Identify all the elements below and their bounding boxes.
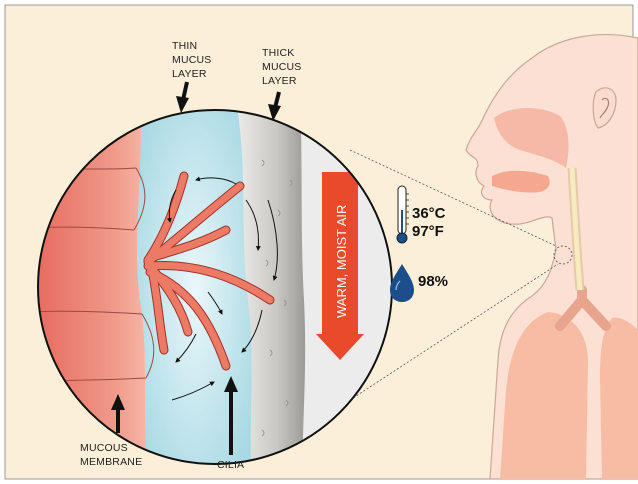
temperature-fahrenheit: 97°F <box>412 223 444 240</box>
lungs <box>500 312 638 479</box>
air-flow-label: WARM, MOIST AIR <box>334 205 349 318</box>
cilia-label: CILIA <box>217 459 244 471</box>
mucous-membrane-label-line-2: MEMBRANE <box>80 456 142 468</box>
thin-mucus-label-line-3: LAYER <box>172 68 207 80</box>
humidity-value: 98% <box>418 273 448 290</box>
thin-mucus-label-line-2: MUCUS <box>172 54 212 66</box>
temperature-celsius: 36°C <box>412 205 446 222</box>
thick-mucus-label-line-1: THICK <box>262 47 295 59</box>
thick-mucus-label-line-2: MUCUS <box>262 61 302 73</box>
mucous-membrane-label-line-1: MUCOUS <box>80 442 128 454</box>
thin-mucus-label-line-1: THIN <box>172 40 197 52</box>
thick-mucus-label-line-3: LAYER <box>262 75 297 87</box>
